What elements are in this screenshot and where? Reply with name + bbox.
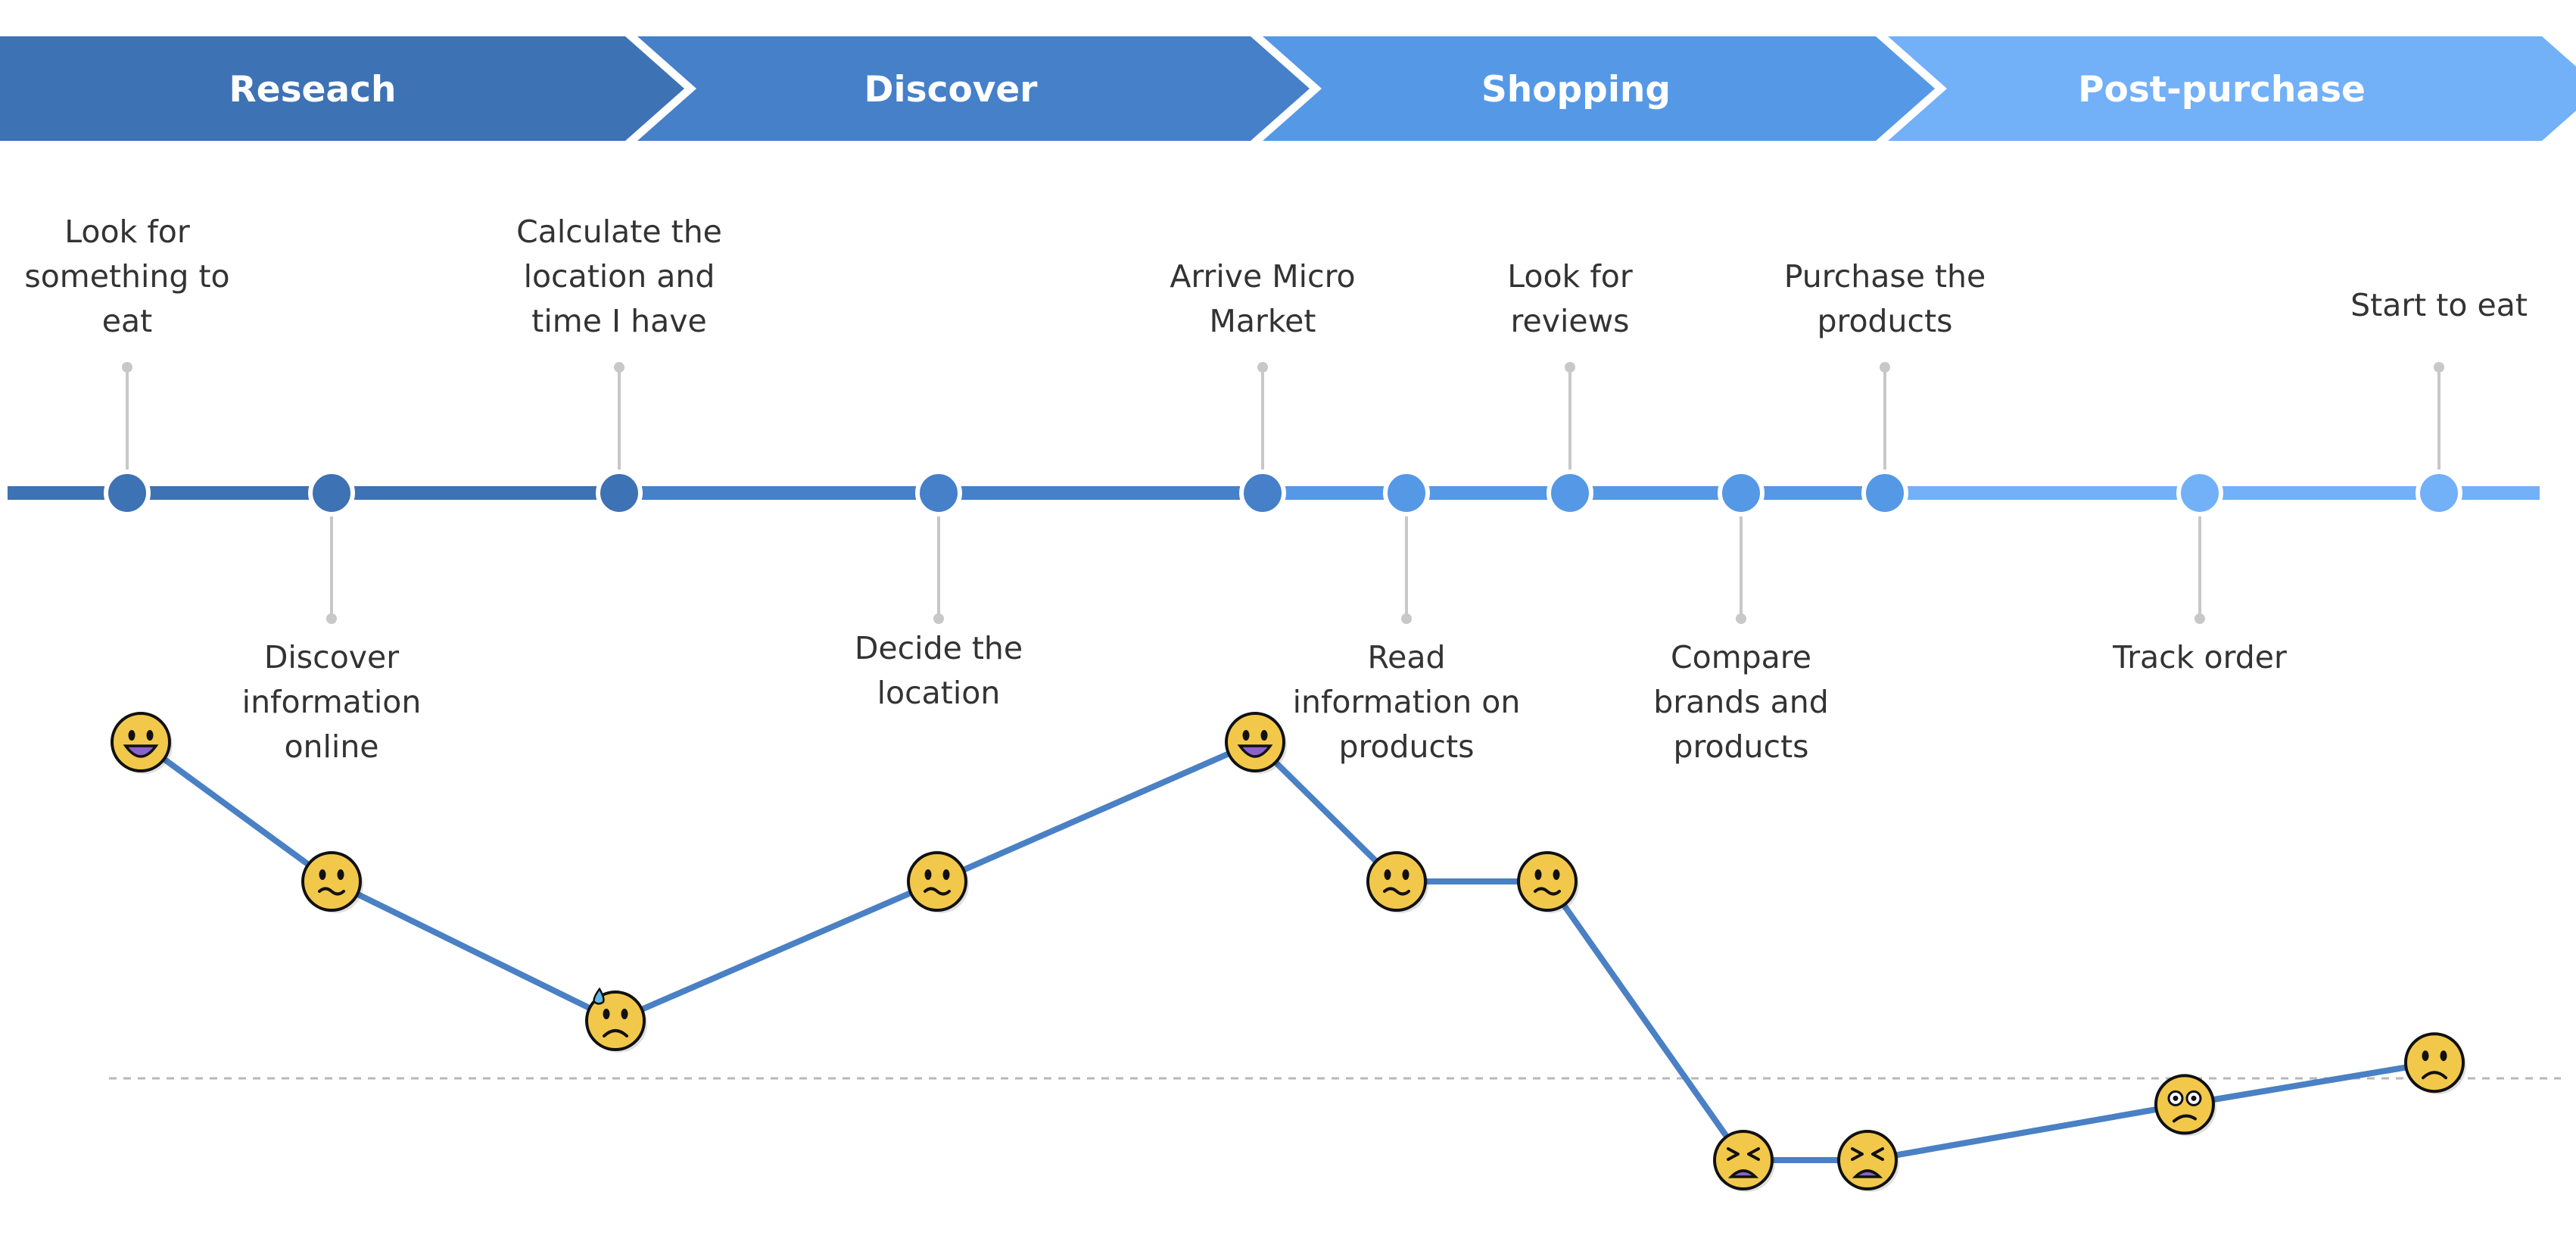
phase-label: Reseach xyxy=(229,69,397,111)
neutral-face-icon xyxy=(907,851,969,913)
step-label-line: Track order xyxy=(2112,639,2287,675)
journey-step: Compare brands and products xyxy=(1653,470,1829,765)
step-node xyxy=(596,470,643,516)
step-node xyxy=(915,470,962,516)
connector-end-dot xyxy=(122,362,132,373)
phase-chevron-3 xyxy=(1888,36,2576,141)
step-label: Start to eat xyxy=(2350,287,2528,323)
step-label-line: Discover xyxy=(264,639,399,675)
emotion-line xyxy=(139,739,2435,1163)
phase-label: Post-purchase xyxy=(2078,69,2366,111)
step-node xyxy=(2176,470,2223,516)
step-label-line: information xyxy=(242,684,422,720)
step-label-line: Look for xyxy=(1507,258,1633,295)
step-label-line: Arrive Micro xyxy=(1170,258,1355,295)
step-label-line: Decide the xyxy=(855,630,1023,666)
step-label-line: Market xyxy=(1210,303,1316,339)
connector-end-dot xyxy=(1257,362,1268,373)
step-label-line: products xyxy=(1817,303,1952,339)
phase-label: Shopping xyxy=(1481,69,1671,111)
frustrated-face-icon xyxy=(1837,1130,1899,1192)
step-node xyxy=(2416,470,2462,516)
connector-end-dot xyxy=(1401,613,1412,624)
phase-chevron-0 xyxy=(0,36,684,141)
step-label-line: reviews xyxy=(1511,303,1630,339)
step-label-line: products xyxy=(1338,728,1474,765)
step-label-line: information on xyxy=(1293,684,1521,720)
connector-end-dot xyxy=(1565,362,1575,373)
connector-end-dot xyxy=(1880,362,1890,373)
step-label: Look for reviews xyxy=(1507,258,1633,339)
neutral-face-icon xyxy=(1517,851,1579,913)
step-label-line: something to xyxy=(24,258,229,295)
connector-end-dot xyxy=(326,613,337,624)
journey-step: Look for reviews xyxy=(1507,258,1633,516)
neutral-face-icon xyxy=(301,851,363,913)
step-label: Look for something to eat xyxy=(24,214,229,339)
step-label-line: Compare xyxy=(1671,639,1811,675)
very-happy-face-icon xyxy=(111,712,173,774)
step-label-line: Purchase the xyxy=(1784,258,1986,295)
step-label-line: Read xyxy=(1367,639,1445,675)
journey-step: Calculate the location and time I have xyxy=(516,214,722,516)
step-node xyxy=(1383,470,1430,516)
journey-step: Look for something to eat xyxy=(24,214,230,516)
step-label: Compare brands and products xyxy=(1653,639,1829,765)
step-label: Decide the location xyxy=(855,630,1023,711)
step-label-line: location xyxy=(877,675,1001,711)
step-node xyxy=(1718,470,1765,516)
step-label-line: location and xyxy=(524,258,715,295)
sad-face-icon xyxy=(2404,1032,2466,1095)
step-label: Read information on products xyxy=(1293,639,1521,765)
journey-step: Track order xyxy=(2112,470,2287,675)
step-label: Calculate the location and time I have xyxy=(516,214,722,339)
journey-step: Purchase the products xyxy=(1784,258,1986,516)
connector-end-dot xyxy=(614,362,625,373)
connector-end-dot xyxy=(933,613,944,624)
emotion-curve xyxy=(109,712,2561,1192)
connector-end-dot xyxy=(2194,613,2205,624)
phase-label: Discover xyxy=(864,69,1039,111)
step-label-line: online xyxy=(284,728,378,765)
journey-step: Decide the location xyxy=(855,470,1023,711)
step-label: Track order xyxy=(2112,639,2287,675)
step-label-line: products xyxy=(1673,728,1808,765)
connector-end-dot xyxy=(2434,362,2444,373)
phase-chevron-1 xyxy=(637,36,1310,141)
phase-header: Reseach Discover Shopping Post-purchase xyxy=(0,36,2576,141)
step-label-line: Look for xyxy=(64,214,190,250)
worried-sweat-face-icon xyxy=(585,987,647,1053)
step-node xyxy=(1547,470,1593,516)
frustrated-face-icon xyxy=(1713,1130,1775,1192)
step-label-line: Calculate the xyxy=(516,214,722,250)
step-label: Discover information online xyxy=(242,639,422,765)
step-label-line: brands and xyxy=(1653,684,1829,720)
step-label-line: time I have xyxy=(531,303,706,339)
step-node xyxy=(1861,470,1908,516)
very-happy-face-icon xyxy=(1225,712,1287,774)
step-node xyxy=(308,470,355,516)
journey-step: Discover information online xyxy=(242,470,422,765)
step-node xyxy=(104,470,151,516)
step-label-line: Start to eat xyxy=(2350,287,2528,323)
step-label-line: eat xyxy=(102,303,152,339)
confused-face-icon xyxy=(2154,1074,2216,1137)
phase-chevron-2 xyxy=(1263,36,1935,141)
step-node xyxy=(1239,470,1286,516)
journey-step: Read information on products xyxy=(1293,470,1521,765)
neutral-face-icon xyxy=(1366,851,1428,913)
connector-end-dot xyxy=(1736,613,1746,624)
journey-step: Start to eat xyxy=(2350,287,2528,516)
step-label: Purchase the products xyxy=(1784,258,1986,339)
